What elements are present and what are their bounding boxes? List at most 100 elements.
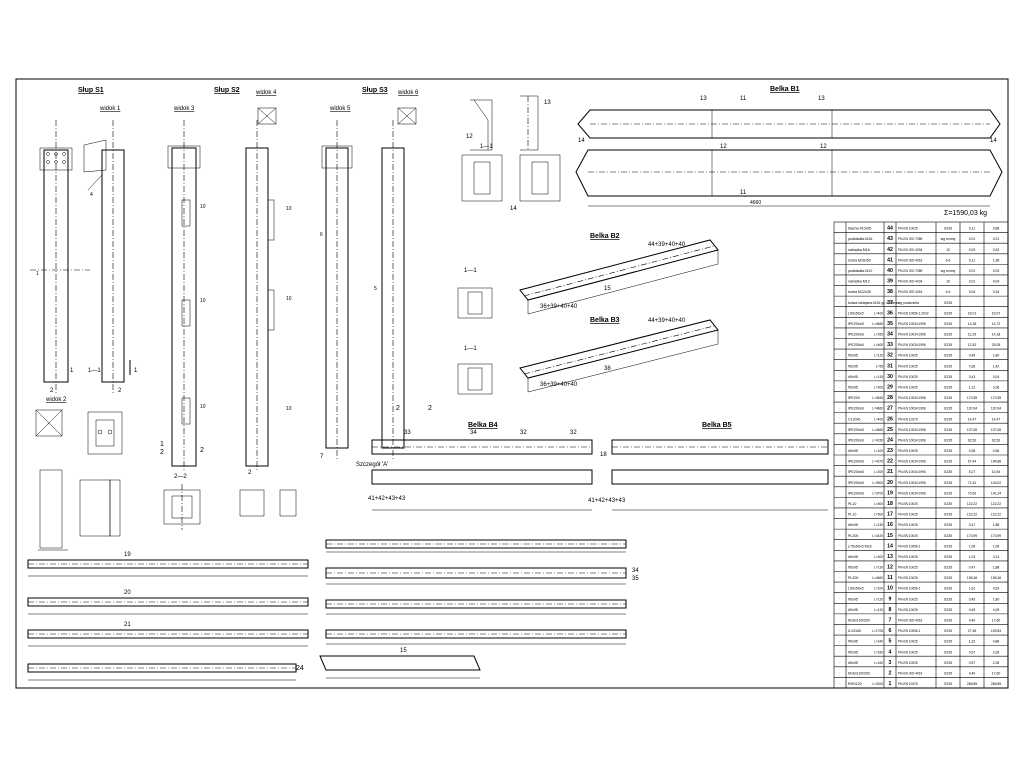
parts-cell-mat: wg normy [941,237,956,241]
parts-cell-no: 8 [889,607,892,613]
svg-text:12: 12 [820,144,827,150]
parts-cell-mat: S235 [944,640,952,644]
parts-row-qty-marker: · [839,481,840,485]
svg-text:10: 10 [200,204,206,210]
parts-cell-std: PN-EN 10025 [898,576,918,580]
parts-row-qty-marker: · [839,470,840,474]
parts-cell-len: L=3900 [872,481,883,485]
parts-cell-mat: S235 [944,470,952,474]
parts-cell-unit: 0,47 [969,523,976,527]
marker-b5: 41+42+43+43 [588,498,626,504]
parts-cell-unit: 0,28 [969,449,976,453]
parts-cell-no: 5 [889,639,892,645]
svg-text:4660: 4660 [750,200,761,206]
parts-cell-mat: S235 [944,417,952,421]
parts-cell-unit: 0,57 [969,650,976,654]
title-belka-b4: Belka B4 [468,422,498,429]
parts-cell-len: L=600 [874,343,883,347]
parts-row-qty-marker: · [839,523,840,527]
parts-cell-mat: S235 [944,629,952,633]
parts-cell-name: RHS120 [848,682,862,686]
parts-cell-no: 18 [887,501,893,507]
parts-cell-len: L=400 [874,417,883,421]
parts-cell-mat: wg normy [941,269,956,273]
svg-text:6: 6 [320,232,323,238]
parts-cell-std: PN-EN ISO 4016 [898,671,922,675]
svg-text:2: 2 [50,388,54,394]
parts-row-qty-marker: · [839,332,840,336]
parts-cell-unit: 0,43 [969,375,976,379]
svg-text:2: 2 [428,405,432,412]
parts-cell-name: #5x95 [848,354,858,358]
parts-cell-len: L=500 [874,502,883,506]
parts-cell-no: 26 [887,416,893,422]
svg-text:10: 10 [286,296,292,302]
parts-cell-name: IPE200x8 [848,460,864,464]
parts-cell-unit: 0,47 [969,566,976,570]
parts-cell-unit: 1,03 [969,555,976,559]
parts-cell-total: 2,28 [993,650,1000,654]
parts-cell-no: 19 [887,490,893,496]
parts-row-qty-marker: · [839,512,840,516]
parts-cell-no: 41 [887,257,893,263]
parts-cell-no: 39 [887,279,893,285]
parts-cell-std: PN-EN 10034:1996 [898,322,926,326]
parts-cell-unit: 137,06 [967,428,977,432]
parts-cell-total: 143,02 [991,481,1001,485]
parts-cell-unit: 1,22 [969,640,976,644]
parts-cell-total: 2,28 [993,661,1000,665]
marker-b2-low: 36+39+40+40 [540,304,578,310]
parts-cell-mat: 4.6 [946,290,951,294]
parts-cell-unit: 5,27 [969,470,976,474]
title-widok-1: widok 1 [99,106,121,112]
parts-row-qty-marker: · [839,343,840,347]
parts-cell-total: 14,18 [992,333,1001,337]
parts-cell-name: #5x95 [848,523,858,527]
parts-cell-total: 0,32 [993,248,1000,252]
parts-cell-name: podkładka M16 [848,237,872,241]
parts-row-qty-marker: · [839,364,840,368]
parts-cell-total: 268,85 [991,682,1001,686]
parts-cell-unit: 71,51 [968,481,977,485]
svg-text:1: 1 [70,368,74,374]
parts-cell-len: L=100 [874,449,883,453]
parts-cell-len: L=500 [874,513,883,517]
parts-row-qty-marker: · [839,258,840,262]
parts-cell-mat: S235 [944,322,952,326]
svg-text:2: 2 [248,470,252,476]
parts-row-qty-marker: · [839,661,840,665]
parts-cell-len: L=130 [874,523,883,527]
parts-cell-name: #5x95 [848,449,858,453]
parts-cell-name: C120x5 [848,417,860,421]
parts-cell-unit: 0,57 [969,661,976,665]
svg-text:10: 10 [286,406,292,412]
svg-text:32: 32 [570,430,577,436]
parts-cell-no: 42 [887,247,893,253]
svg-text:33: 33 [404,430,411,436]
parts-cell-std: PN-EN 10025 [898,375,918,379]
parts-cell-no: 28 [887,395,893,401]
parts-cell-mat: S235 [944,555,952,559]
parts-cell-no: 27 [887,406,893,412]
parts-cell-name: IPE200x8 [848,333,864,337]
parts-cell-total: 137,06 [991,428,1001,432]
beam-b1-group: Belka B1 13 11 13 12 12 14 14 4660 11 Σ=… [575,86,1003,217]
parts-cell-unit: 122,22 [967,502,977,506]
parts-cell-std: PN-EN 10034:1996 [898,407,926,411]
parts-cell-total: 137,64 [991,407,1001,411]
parts-cell-mat: S235 [944,481,952,485]
parts-cell-mat: S235 [944,385,952,389]
parts-row-qty-marker: · [839,544,840,548]
parts-cell-total: 122,22 [991,502,1001,506]
parts-cell-mat: S235 [944,438,952,442]
parts-cell-std: PN-EN 10034:1996 [898,438,926,442]
parts-cell-len: L=4150 [872,438,883,442]
column-s3-group: Słup S3 widok 5 widok 6 6 7 5 2 2 [320,87,432,460]
parts-cell-std: PN-EN 10025 [898,502,918,506]
svg-text:12: 12 [466,134,473,140]
title-sec-11-b3: 1—1 [464,346,477,352]
svg-text:32: 32 [520,430,527,436]
title-sec-11-bracket: 1—1 [480,144,493,150]
parts-cell-no: 11 [887,575,893,581]
